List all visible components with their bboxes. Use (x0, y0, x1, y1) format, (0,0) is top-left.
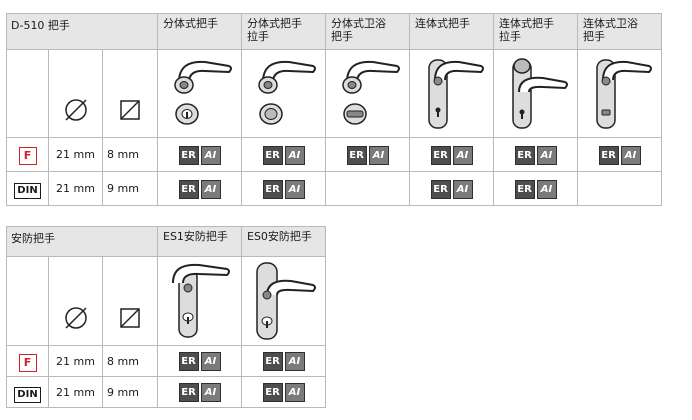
er-badge: ER (514, 145, 535, 165)
column-header: 连体式卫浴把手 (577, 13, 662, 50)
column-header: 分体式卫浴把手 (325, 13, 410, 50)
f-standard-logo: F (6, 345, 49, 377)
table-title: D-510 把手 (6, 13, 158, 50)
ai-badge: AI (284, 383, 305, 402)
er-badge: ER (262, 179, 283, 199)
column-header: ES0安防把手 (241, 226, 326, 257)
rose-lever-with-knob-rose-icon (241, 49, 326, 138)
diameter-value: 21 mm (48, 171, 103, 206)
diameter-value: 21 mm (48, 137, 103, 172)
din-standard-logo: DIN (6, 171, 49, 206)
availability-cell-empty (325, 171, 410, 206)
backplate-lever-with-keyhole-icon (409, 49, 494, 138)
diameter-symbol-icon (48, 256, 103, 346)
availability-cell-empty (577, 171, 662, 206)
ai-badge: AI (284, 145, 305, 165)
ai-badge: AI (200, 352, 221, 371)
er-badge: ER (178, 383, 199, 402)
er-badge: ER (178, 352, 199, 371)
empty-cell (6, 256, 49, 346)
diameter-value: 21 mm (48, 345, 103, 377)
column-header: 分体式把手 (157, 13, 242, 50)
table-security: 安防把手 ES1安防把手 ES0安防把手 (6, 226, 326, 408)
square-value: 9 mm (102, 171, 158, 206)
ai-badge: AI (284, 179, 305, 199)
backplate-knob-and-lever-icon (493, 49, 578, 138)
backplate-lever-with-thumbturn-icon (577, 49, 662, 138)
empty-cell (6, 49, 49, 138)
table-title: 安防把手 (6, 226, 158, 257)
square-value: 8 mm (102, 137, 158, 172)
ai-badge: AI (452, 179, 473, 199)
security-lever-es0-icon (241, 256, 326, 346)
er-badge: ER (262, 352, 283, 371)
ai-badge: AI (536, 179, 557, 199)
din-standard-logo: DIN (6, 376, 49, 408)
rose-lever-with-key-rose-icon (157, 49, 242, 138)
er-badge: ER (346, 145, 367, 165)
ai-badge: AI (536, 145, 557, 165)
er-badge: ER (262, 383, 283, 402)
ai-badge: AI (200, 383, 221, 402)
column-header: 连体式把手拉手 (493, 13, 578, 50)
ai-badge: AI (368, 145, 389, 165)
er-badge: ER (598, 145, 619, 165)
security-lever-es1-icon (157, 256, 242, 346)
column-header: ES1安防把手 (157, 226, 242, 257)
table-d510: D-510 把手 分体式把手 分体式把手拉手 分体式卫浴把手 连体式把手 连体式… (6, 13, 662, 206)
ai-badge: AI (200, 179, 221, 199)
ai-badge: AI (452, 145, 473, 165)
column-header: 分体式把手拉手 (241, 13, 326, 50)
diameter-value: 21 mm (48, 376, 103, 408)
er-badge: ER (178, 179, 199, 199)
ai-badge: AI (284, 352, 305, 371)
er-badge: ER (430, 179, 451, 199)
column-header: 连体式把手 (409, 13, 494, 50)
square-value: 8 mm (102, 345, 158, 377)
ai-badge: AI (200, 145, 221, 165)
f-standard-logo: F (6, 137, 49, 172)
square-symbol-icon (102, 256, 158, 346)
er-badge: ER (514, 179, 535, 199)
er-badge: ER (262, 145, 283, 165)
rose-lever-with-thumbturn-rose-icon (325, 49, 410, 138)
er-badge: ER (430, 145, 451, 165)
diameter-symbol-icon (48, 49, 103, 138)
ai-badge: AI (620, 145, 641, 165)
square-value: 9 mm (102, 376, 158, 408)
er-badge: ER (178, 145, 199, 165)
square-symbol-icon (102, 49, 158, 138)
